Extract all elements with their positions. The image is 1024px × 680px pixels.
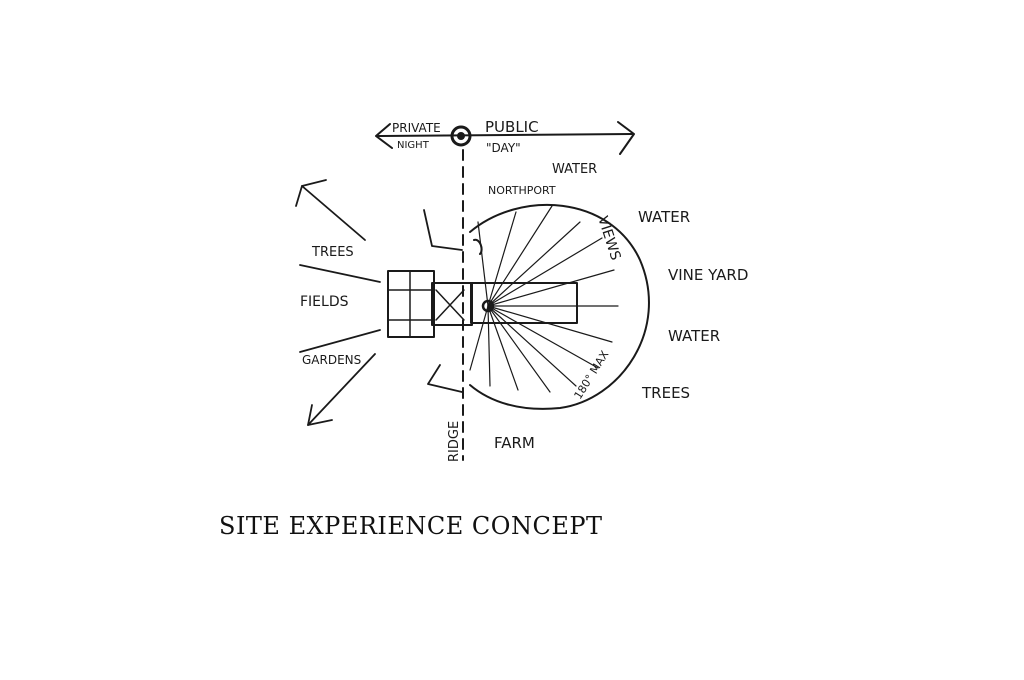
label-day: "DAY" bbox=[486, 141, 521, 155]
label-farm: FARM bbox=[494, 434, 535, 452]
view-arc bbox=[469, 203, 650, 410]
label-private: PRIVATE bbox=[392, 121, 441, 135]
label-water-upper: WATER bbox=[638, 208, 690, 226]
label-trees-left: TREES bbox=[311, 245, 354, 260]
view-rays bbox=[469, 205, 619, 393]
label-fields: FIELDS bbox=[300, 294, 349, 310]
label-night: NIGHT bbox=[397, 140, 430, 151]
caption: SITE EXPERIENCE CONCEPT bbox=[219, 512, 603, 540]
label-views: VIEWS bbox=[594, 214, 623, 262]
label-water-top: WATER bbox=[552, 162, 597, 177]
label-ridge: RIDGE bbox=[447, 421, 462, 462]
label-public: PUBLIC bbox=[485, 118, 539, 136]
outward-arrows bbox=[295, 179, 463, 426]
private-public-axis bbox=[375, 121, 635, 155]
label-vineyard: VINE YARD bbox=[668, 266, 748, 284]
label-water-lower: WATER bbox=[668, 327, 720, 345]
label-northport: NORTHPORT bbox=[488, 184, 556, 197]
label-gardens: GARDENS bbox=[302, 353, 361, 367]
label-trees-right: TREES bbox=[641, 384, 690, 402]
